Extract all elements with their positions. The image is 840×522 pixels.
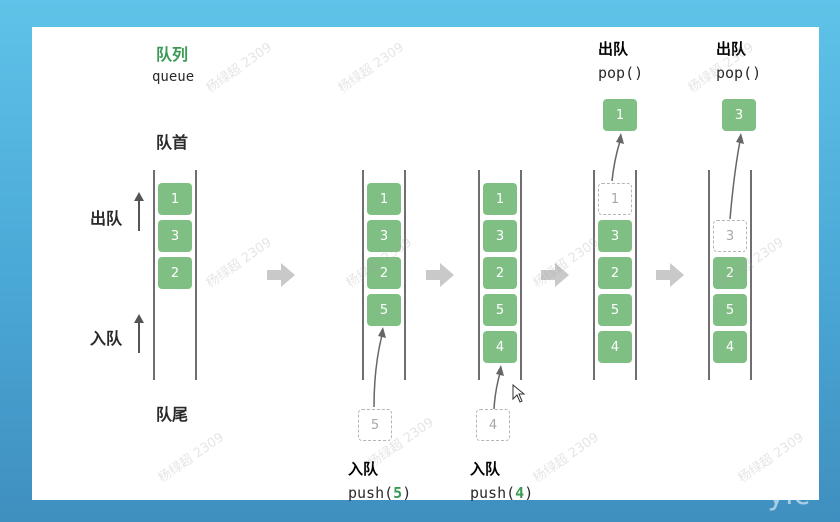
watermark: 杨绿超 2309 (203, 40, 275, 97)
enqueue-side-label: 入队 (90, 329, 123, 348)
queue-node: 3 (483, 220, 517, 252)
step-arrow-icon (267, 263, 295, 287)
tube-wall-right (520, 170, 522, 380)
queue-node: 2 (598, 257, 632, 289)
queue-node: 5 (483, 294, 517, 326)
queue-node: 5 (713, 294, 747, 326)
corner-logo: ylc (767, 477, 810, 512)
tube-wall-right (750, 170, 752, 380)
diagram-subtitle: queue (152, 69, 195, 85)
step-arrow-icon (656, 263, 684, 287)
queue-node: 3 (598, 220, 632, 252)
dequeue-side-label: 出队 (90, 209, 123, 228)
queue-node: 2 (483, 257, 517, 289)
tube-wall-right (404, 170, 406, 380)
step-arrow-icon (541, 263, 569, 287)
tube-wall-left (593, 170, 595, 380)
diagram-title: 队列 (156, 45, 189, 64)
watermark: 杨绿超 2309 (335, 40, 407, 97)
ghost-node: 1 (598, 183, 632, 215)
dequeue-move-arrow-icon (611, 133, 624, 182)
op-label-fn: pop() (716, 64, 762, 82)
incoming-node: 5 (358, 409, 392, 441)
queue-node: 4 (713, 331, 747, 363)
tube-wall-right (195, 170, 197, 380)
watermark: 杨绿超 2309 (155, 430, 227, 487)
step-arrow-icon (426, 263, 454, 287)
queue-node: 4 (598, 331, 632, 363)
removed-node: 1 (603, 99, 637, 131)
queue-node: 1 (158, 183, 192, 215)
op-label-cn: 出队 (716, 40, 747, 58)
op-label-fn: push(5) (348, 484, 412, 502)
op-label-cn: 入队 (348, 460, 379, 478)
enqueue-move-arrow-icon (373, 327, 386, 408)
head-label: 队首 (156, 133, 189, 152)
queue-node: 3 (367, 220, 401, 252)
tail-label: 队尾 (156, 405, 189, 424)
removed-node: 3 (722, 99, 756, 131)
queue-node: 2 (713, 257, 747, 289)
op-label-cn: 出队 (598, 40, 629, 58)
tube-wall-left (362, 170, 364, 380)
queue-node: 2 (367, 257, 401, 289)
queue-node: 5 (598, 294, 632, 326)
op-label-fn: push(4) (470, 484, 534, 502)
watermark: 杨绿超 2309 (530, 430, 602, 487)
enqueue-move-arrow-icon (493, 365, 504, 410)
dequeue-move-arrow-icon (729, 133, 744, 220)
op-label-cn: 入队 (470, 460, 501, 478)
ghost-node: 3 (713, 220, 747, 252)
queue-node: 4 (483, 331, 517, 363)
queue-node: 5 (367, 294, 401, 326)
tube-wall-right (635, 170, 637, 380)
tube-wall-left (478, 170, 480, 380)
enqueue-up-arrow-icon (134, 314, 144, 353)
queue-node: 2 (158, 257, 192, 289)
incoming-node: 4 (476, 409, 510, 441)
tube-wall-left (153, 170, 155, 380)
tube-wall-left (708, 170, 710, 380)
queue-node: 3 (158, 220, 192, 252)
op-label-fn: pop() (598, 64, 644, 82)
dequeue-up-arrow-icon (134, 192, 144, 231)
queue-node: 1 (483, 183, 517, 215)
queue-node: 1 (367, 183, 401, 215)
watermark: 杨绿超 2309 (203, 235, 275, 292)
mouse-cursor-icon (512, 384, 526, 403)
queue-diagram: 队列 queue 队首 队尾 出队 入队 1 3 2 1 3 2 5 5 入队 … (32, 27, 819, 502)
